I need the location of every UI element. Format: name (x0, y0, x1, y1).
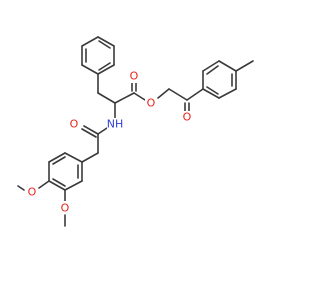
ester-carbonyl-oxygen-label: O (130, 70, 139, 83)
methoxy-oxygen-3: O (26, 185, 38, 199)
amide-nitrogen-label: NH (107, 118, 124, 131)
ketone-oxygen: O (181, 111, 193, 124)
amide-oxygen-label: O (70, 118, 79, 131)
amide-oxygen: O (68, 117, 80, 131)
chemical-structure-diagram: O O O NH O O O (17, 36, 254, 227)
bonds (17, 36, 254, 227)
ester-oxygen: O (145, 96, 157, 110)
methoxy-oxygen-4-label: O (61, 202, 70, 215)
methoxy-oxygen-4: O (59, 201, 71, 215)
methoxy-oxygen-3-label: O (28, 186, 37, 199)
ester-carbonyl-oxygen: O (128, 70, 140, 83)
atom-labels: O O O NH O O O (26, 70, 193, 215)
ketone-oxygen-label: O (183, 111, 192, 124)
ester-oxygen-label: O (147, 97, 156, 110)
amide-nitrogen: NH (107, 118, 125, 131)
